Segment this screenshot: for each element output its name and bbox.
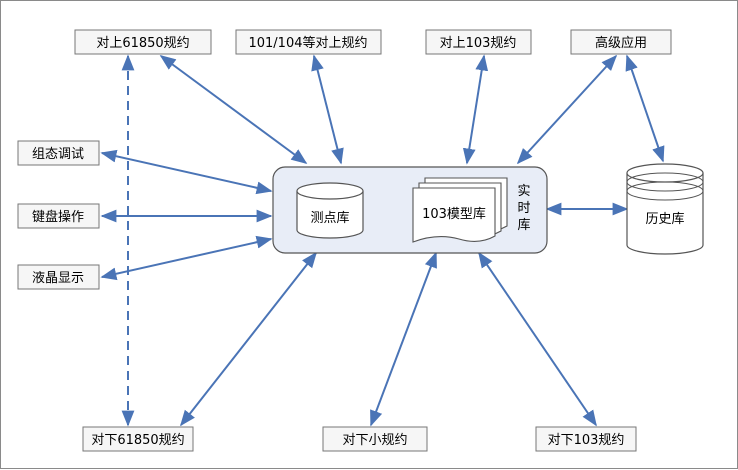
box-advanced: 高级应用 [570, 29, 672, 55]
arrow-advanced-history [625, 54, 665, 163]
box-up-101-104: 101/104等对上规约 [235, 29, 382, 55]
box-up-103: 对上103规约 [425, 29, 532, 55]
arrow-down103-core [478, 251, 597, 427]
box-down-103-label: 对下103规约 [548, 433, 625, 448]
arrow-downsmall-core [370, 251, 437, 427]
realtime-db-char-2: 时 [517, 201, 530, 216]
arrow-up61850-core [159, 55, 308, 164]
model-db-documents: 103模型库 [412, 177, 508, 243]
point-db-label: 测点库 [310, 210, 349, 226]
history-db-cylinder: 历史库 [626, 163, 704, 255]
arrow-down61850-core [180, 251, 317, 427]
box-down-103: 对下103规约 [535, 426, 637, 452]
model-db-label: 103模型库 [422, 206, 486, 222]
arrow-up101-core [311, 54, 344, 165]
box-up-101-104-label: 101/104等对上规约 [248, 35, 367, 51]
box-down-61850-label: 对下61850规约 [91, 433, 184, 448]
box-config-debug-label: 组态调试 [32, 147, 84, 162]
arrow-up103-core [462, 54, 489, 165]
box-up-61850-label: 对上61850规约 [96, 36, 189, 51]
box-keyboard-label: 键盘操作 [32, 209, 84, 225]
box-up-103-label: 对上103规约 [440, 36, 517, 51]
box-down-61850: 对下61850规约 [82, 426, 194, 452]
arrow-config-core [100, 149, 273, 195]
box-keyboard: 键盘操作 [17, 203, 100, 229]
realtime-db-char-3: 库 [517, 217, 530, 233]
realtime-db-char-1: 实 [517, 184, 530, 199]
box-lcd-label: 液晶显示 [32, 271, 84, 286]
box-lcd: 液晶显示 [17, 264, 100, 290]
point-db-cylinder: 测点库 [296, 182, 364, 239]
box-down-small-label: 对下小规约 [342, 433, 407, 448]
box-up-61850: 对上61850规约 [74, 29, 212, 55]
box-config-debug: 组态调试 [17, 140, 100, 166]
arrow-advanced-core [516, 54, 618, 165]
box-down-small: 对下小规约 [322, 426, 428, 452]
history-db-label: 历史库 [645, 211, 684, 227]
box-advanced-label: 高级应用 [595, 35, 647, 51]
